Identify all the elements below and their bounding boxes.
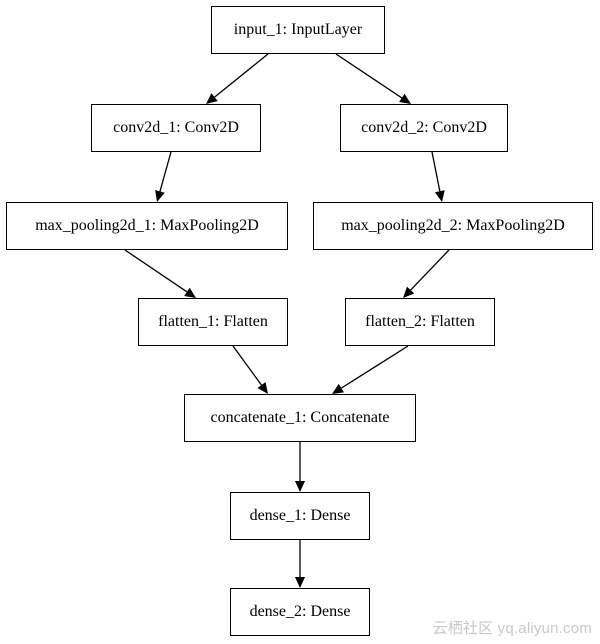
edge-line: [431, 151, 441, 192]
node-max-pooling2d-1: max_pooling2d_1: MaxPooling2D: [6, 202, 288, 250]
edge-line: [335, 53, 403, 99]
node-label: max_pooling2d_2: MaxPooling2D: [341, 217, 565, 234]
arrowhead-icon: [332, 383, 344, 394]
edge-conv2d_2-to-max_pooling2d_2: [431, 151, 445, 202]
node-label: dense_1: Dense: [249, 507, 351, 524]
edge-flatten_2-to-concatenate_1: [332, 345, 409, 394]
arrowhead-icon: [434, 190, 445, 202]
node-dense-1: dense_1: Dense: [230, 492, 370, 540]
node-label: input_1: InputLayer: [233, 21, 363, 38]
arrowhead-icon: [155, 190, 165, 202]
edge-dense_1-to-dense_2: [295, 540, 305, 588]
arrowhead-icon: [257, 382, 268, 394]
node-conv2d-1: conv2d_1: Conv2D: [91, 104, 261, 152]
edge-line: [124, 249, 188, 293]
edge-max_pooling2d_1-to-flatten_1: [124, 249, 196, 298]
arrowhead-icon: [403, 286, 415, 298]
node-max-pooling2d-2: max_pooling2d_2: MaxPooling2D: [313, 202, 593, 250]
node-label: conv2d_1: Conv2D: [113, 119, 239, 136]
node-label: flatten_2: Flatten: [365, 313, 475, 330]
node-conv2d-2: conv2d_2: Conv2D: [340, 104, 508, 152]
node-concatenate-1: concatenate_1: Concatenate: [184, 394, 416, 442]
edge-input_1-to-conv2d_2: [335, 53, 411, 104]
node-label: dense_2: Dense: [249, 603, 351, 620]
edge-max_pooling2d_2-to-flatten_2: [403, 249, 450, 298]
arrowhead-icon: [295, 481, 305, 492]
node-label: conv2d_2: Conv2D: [361, 119, 487, 136]
node-dense-2: dense_2: Dense: [230, 588, 370, 636]
arrowhead-icon: [399, 93, 411, 104]
node-input-1: input_1: InputLayer: [211, 6, 385, 54]
edge-line: [214, 53, 269, 98]
edge-conv2d_1-to-max_pooling2d_1: [155, 151, 172, 202]
node-label: flatten_1: Flatten: [158, 313, 268, 330]
node-label: max_pooling2d_1: MaxPooling2D: [35, 217, 259, 234]
watermark: 云栖社区 yq.aliyun.com: [432, 620, 592, 637]
arrowhead-icon: [295, 577, 305, 588]
edge-flatten_1-to-concatenate_1: [232, 345, 268, 394]
arrowhead-icon: [184, 287, 196, 298]
edge-line: [340, 345, 409, 389]
edge-line: [159, 151, 172, 192]
edge-line: [232, 345, 263, 386]
node-flatten-2: flatten_2: Flatten: [345, 298, 495, 346]
edge-concatenate_1-to-dense_1: [295, 442, 305, 492]
arrowhead-icon: [206, 93, 218, 104]
node-flatten-1: flatten_1: Flatten: [138, 298, 288, 346]
edge-input_1-to-conv2d_1: [206, 53, 269, 104]
node-label: concatenate_1: Concatenate: [210, 409, 390, 426]
edge-line: [410, 249, 450, 291]
